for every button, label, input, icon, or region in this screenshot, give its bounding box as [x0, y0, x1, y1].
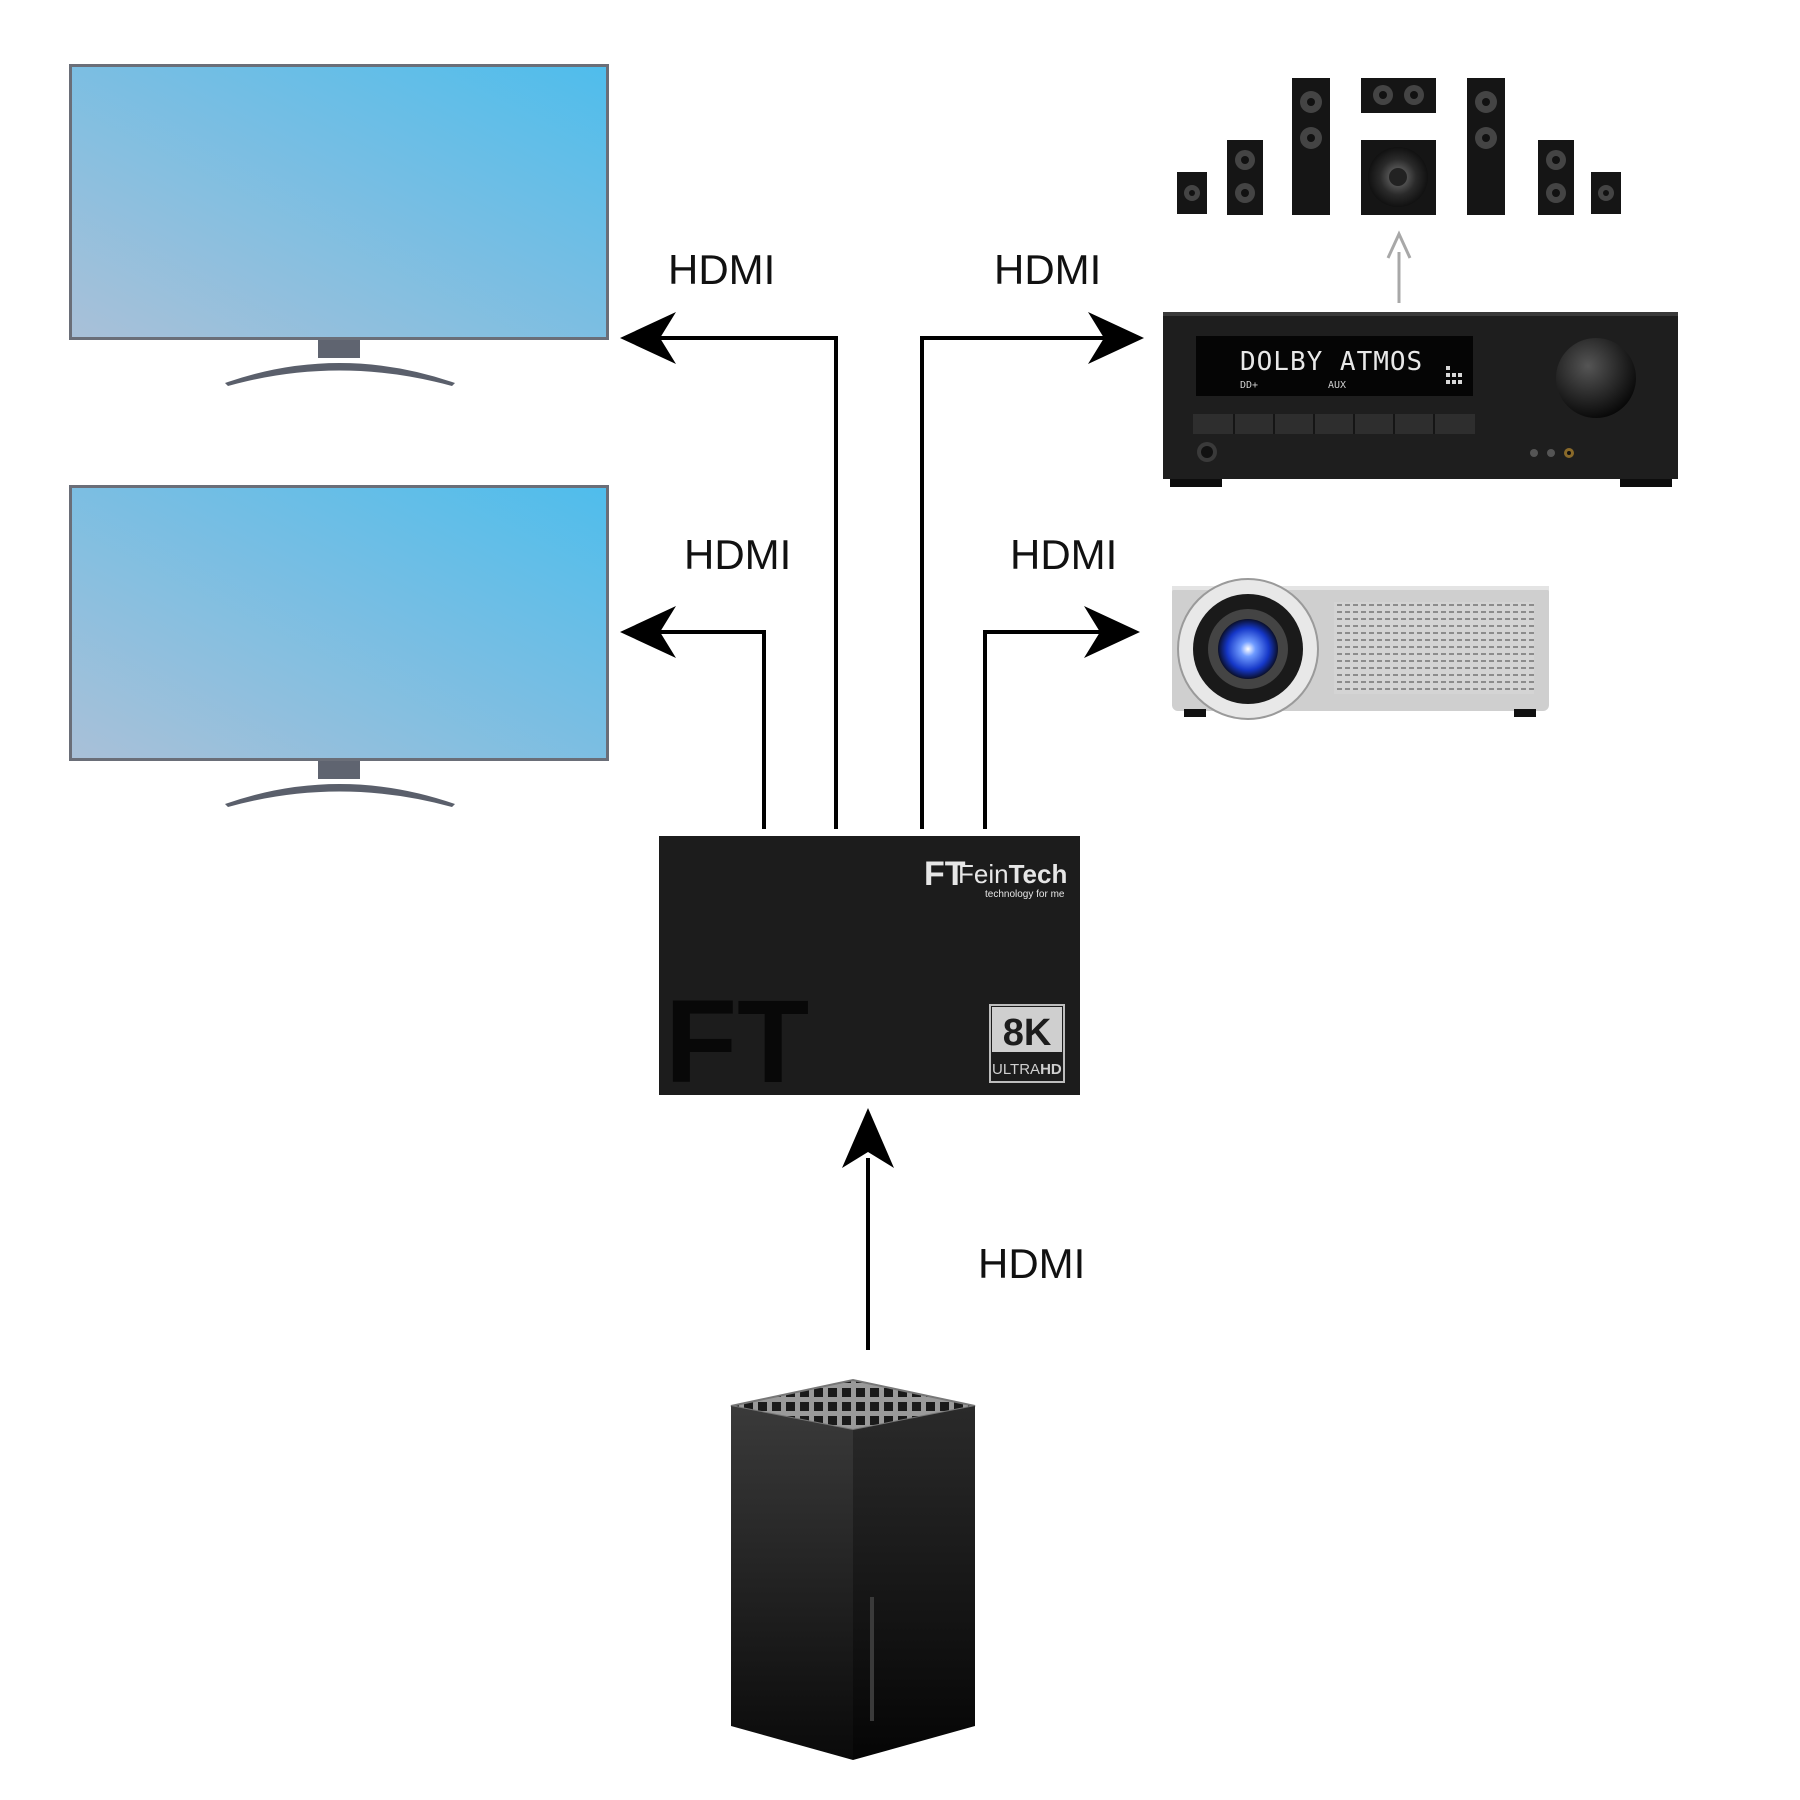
feintech-logo-mark: FT [924, 855, 966, 893]
feintech-logo: FT FeinTech technology for me [924, 855, 1067, 900]
equalizer-icon [1446, 366, 1462, 384]
feintech-brand-text: FeinTech [958, 859, 1067, 889]
ft-watermark-logo: FT [665, 976, 809, 1108]
volume-knob-icon [1556, 338, 1636, 418]
console-slot [870, 1597, 874, 1721]
av-receiver: DOLBY ATMOS DD+ AUX [1163, 312, 1678, 487]
hdmi-label-projector: HDMI [1010, 531, 1117, 578]
tv-bottom [69, 485, 609, 807]
tv-top [69, 64, 609, 386]
badge-ultra: ULTRA [992, 1061, 1040, 1078]
projector-grille [1334, 602, 1534, 694]
arrow-to-tv-bottom [655, 630, 766, 829]
receiver-display-left: DD+ [1240, 380, 1258, 391]
game-console [730, 1378, 976, 1760]
brand-prefix: Fein [958, 859, 1009, 889]
hdmi-splitter: FT FeinTech technology for me FT 8K ULTR… [659, 836, 1080, 1108]
speaker-system [1177, 78, 1621, 215]
brand-suffix: Tech [1009, 859, 1068, 889]
projector [1172, 578, 1549, 720]
feintech-tagline: technology for me [985, 889, 1065, 900]
arrow-to-tv-top [655, 336, 838, 829]
hdmi-label-tv-top: HDMI [668, 246, 775, 293]
arrow-heads [620, 312, 1144, 1168]
badge-8k: 8K [1003, 1012, 1052, 1054]
connection-arrows [655, 336, 1105, 1350]
badge-hd: HD [1040, 1061, 1062, 1078]
hdmi-label-tv-bottom: HDMI [684, 531, 791, 578]
arrow-to-receiver [920, 336, 1105, 829]
projector-lens-icon [1218, 619, 1278, 679]
hdmi-label-input: HDMI [978, 1240, 1085, 1287]
receiver-display [1196, 336, 1473, 396]
arrow-to-projector [983, 630, 1105, 829]
tv-top-screen [72, 67, 606, 337]
tv-bottom-screen [72, 488, 606, 758]
hdmi-label-receiver: HDMI [994, 246, 1101, 293]
receiver-display-right: AUX [1328, 380, 1346, 391]
receiver-to-speakers-arrow [1386, 230, 1412, 303]
8k-ultra-hd-badge: 8K ULTRAHD [989, 1004, 1065, 1083]
badge-ultra-hd: ULTRAHD [992, 1061, 1062, 1078]
receiver-display-main: DOLBY ATMOS [1240, 347, 1423, 377]
